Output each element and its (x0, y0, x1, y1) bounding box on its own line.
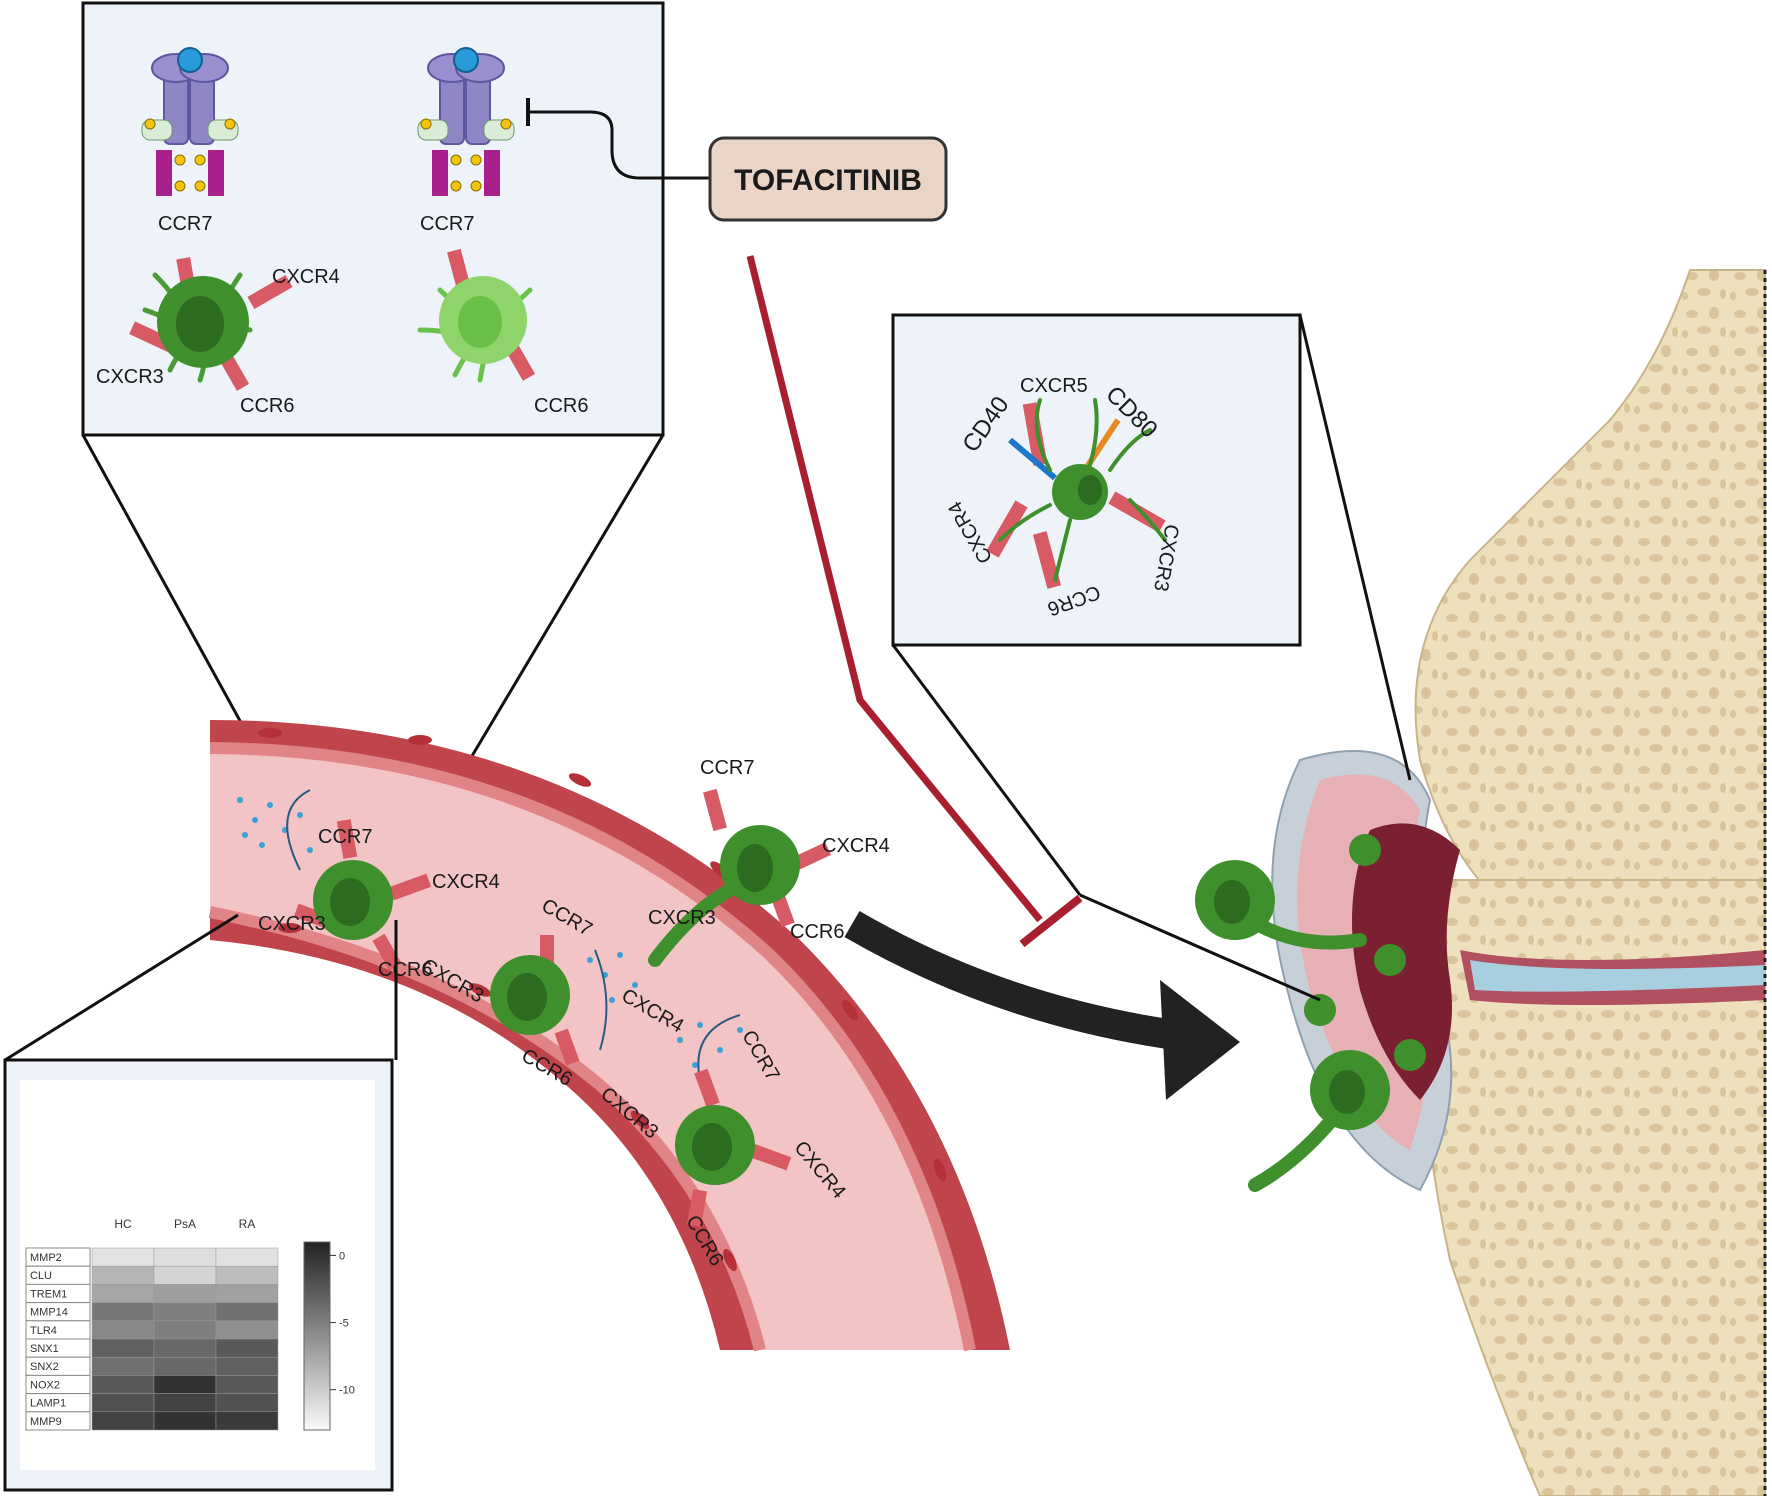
heatmap-row-label: SNX2 (30, 1361, 59, 1373)
cxcr3-label-top: CXCR3 (96, 366, 164, 388)
joint-dc-small-1 (1349, 834, 1381, 866)
heatmap-cell (91, 1356, 155, 1376)
vessel-ccr7-1: CCR7 (318, 826, 372, 848)
heatmap-cell (215, 1302, 279, 1322)
heatmap-row-label: NOX2 (30, 1379, 60, 1391)
heatmap-cell (215, 1393, 279, 1413)
tofacitinib-inhibition-line (746, 255, 1043, 923)
ccr7-label-top-left: CCR7 (158, 213, 212, 235)
heatmap-cell (153, 1338, 217, 1358)
heatmap-cell (215, 1356, 279, 1376)
heatmap-cell (153, 1393, 217, 1413)
vessel-cxcr3-1: CXCR3 (258, 913, 326, 935)
joint-dc-left (1195, 860, 1367, 950)
heatmap-cell (91, 1393, 155, 1413)
heatmap-cell (91, 1411, 155, 1431)
heatmap-row-label-box (25, 1411, 91, 1431)
heatmap-cell (91, 1284, 155, 1303)
heatmap-row-label: MMP2 (30, 1252, 62, 1264)
heatmap-row-label: CLU (30, 1270, 52, 1282)
heatmap-cell (215, 1320, 279, 1340)
receptor-inset-panel: CCR7 CCR7 (81, 1, 710, 437)
heatmap-cell (91, 1247, 155, 1267)
jak-receptor-left (141, 47, 239, 196)
heatmap-cell (91, 1375, 155, 1394)
heatmap-cell (153, 1320, 217, 1340)
jak-receptor-right (417, 47, 515, 196)
migrating-cxcr4: CXCR4 (822, 835, 890, 857)
heatmap-cell (215, 1338, 279, 1358)
heatmap-cell (215, 1265, 279, 1285)
heatmap-cell (215, 1375, 279, 1394)
migrating-dc (648, 788, 832, 967)
heatmap-colorbar (303, 1241, 331, 1431)
vessel-ccr6-1: CCR6 (378, 959, 432, 981)
heatmap-cell (215, 1284, 279, 1303)
cxcr5-label: CXCR5 (1020, 375, 1088, 397)
heatmap-column-label: RA (239, 1217, 256, 1231)
heatmap-cell (153, 1247, 217, 1267)
dendritic-cell-inhibited (417, 248, 536, 383)
migration-arrow (844, 911, 1178, 1050)
heatmap-column-label: PsA (174, 1217, 196, 1231)
colorbar-tick-label: -10 (339, 1385, 355, 1397)
heatmap-cell (215, 1411, 279, 1431)
heatmap-row-label: LAMP1 (30, 1398, 66, 1410)
joint-illustration (1195, 269, 1767, 1496)
heatmap-row-label: SNX1 (30, 1343, 59, 1355)
blood-vessel: CCR7 CXCR4 CXCR3 CCR6 CCR7 CXCR3 CXCR4 C… (208, 720, 1010, 1352)
heatmap-cell (91, 1265, 155, 1285)
ccr6-label-top-right: CCR6 (534, 395, 588, 417)
vessel-dc-2 (490, 935, 580, 1066)
joint-dc-bottom (1248, 1050, 1390, 1192)
drug-name: TOFACITINIB (734, 164, 922, 197)
heatmap-cell (153, 1375, 217, 1394)
heatmap-cell (91, 1320, 155, 1340)
heatmap-cell (153, 1265, 217, 1285)
joint-dc-small-2 (1374, 944, 1406, 976)
heatmap-cell (153, 1356, 217, 1376)
heatmap-cell (215, 1247, 279, 1267)
heatmap-column-label: HC (114, 1217, 132, 1231)
heatmap-cell (91, 1302, 155, 1322)
vessel-cxcr4-1: CXCR4 (432, 871, 500, 893)
colorbar-tick-label: -5 (339, 1318, 349, 1330)
heatmap-cell (91, 1338, 155, 1358)
heatmap-row-label: MMP14 (30, 1307, 68, 1319)
synovium-inset-panel: CD40 CXCR5 CD80 CXCR3 CCR6 CXCR4 (891, 313, 1302, 647)
dendritic-cell-active (129, 257, 293, 391)
heatmap-row-label: TLR4 (30, 1325, 57, 1337)
heatmap-row-label: MMP9 (30, 1416, 62, 1428)
heatmap-row-label: TREM1 (30, 1288, 67, 1300)
migrating-ccr6: CCR6 (790, 921, 844, 943)
heatmap-cell (153, 1411, 217, 1431)
colorbar-tick-label: 0 (339, 1250, 345, 1262)
migrating-cxcr3: CXCR3 (648, 907, 716, 929)
vessel-dc-1 (293, 819, 432, 971)
migrating-ccr7: CCR7 (700, 757, 754, 779)
joint-dc-small-4 (1394, 1039, 1426, 1071)
heatmap-cell (153, 1284, 217, 1303)
vessel-dc-3 (675, 1068, 792, 1227)
joint-dc-small-3 (1304, 994, 1336, 1026)
ccr6-label-top-left: CCR6 (240, 395, 294, 417)
ccr7-label-top-right: CCR7 (420, 213, 474, 235)
heatmap-cell (153, 1302, 217, 1322)
tofacitinib-box: TOFACITINIB (708, 136, 948, 222)
cxcr4-label-top: CXCR4 (272, 266, 340, 288)
